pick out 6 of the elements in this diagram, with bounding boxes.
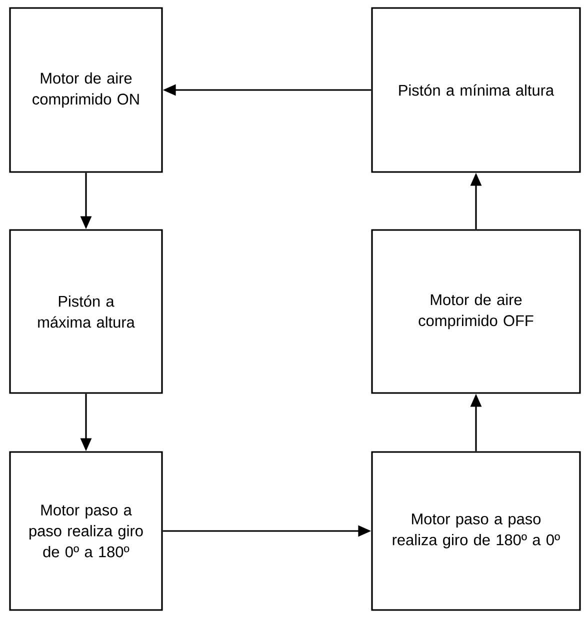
process-box: Motor de aire comprimido OFF xyxy=(371,229,581,394)
process-box: Motor de aire comprimido ON xyxy=(9,7,163,173)
process-box: Pistón a mínima altura xyxy=(371,7,581,173)
process-box: Pistón a máxima altura xyxy=(9,229,163,394)
process-box: Motor paso a paso realiza giro de 180º a 0º xyxy=(371,451,581,611)
process-box: Motor paso a paso realiza giro de 0º a 180º xyxy=(9,451,163,611)
